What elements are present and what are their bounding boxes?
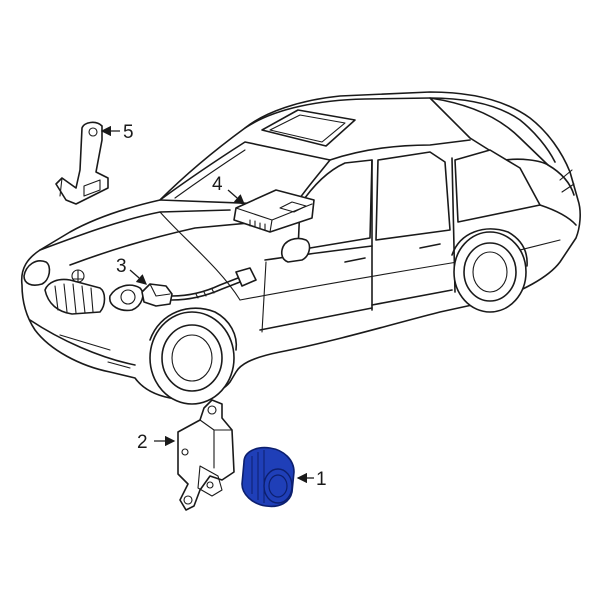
callout-leaders — [100, 125, 314, 484]
callout-5: 5 — [123, 122, 134, 143]
leader-4 — [227, 189, 245, 205]
part-1-highlighted-component — [241, 446, 295, 508]
part-3-sensor-harness — [141, 267, 257, 307]
callout-numbers: 1 2 3 4 5 — [116, 122, 327, 490]
vehicle-illustration — [20, 91, 581, 405]
callout-2: 2 — [137, 432, 148, 453]
part-2-mounting-bracket — [177, 399, 235, 511]
part-4-control-module — [233, 189, 315, 233]
callout-1: 1 — [316, 469, 327, 490]
part-5-bracket — [55, 121, 109, 205]
callout-4: 4 — [212, 174, 223, 195]
leader-3 — [129, 269, 147, 285]
callout-3: 3 — [116, 256, 127, 277]
